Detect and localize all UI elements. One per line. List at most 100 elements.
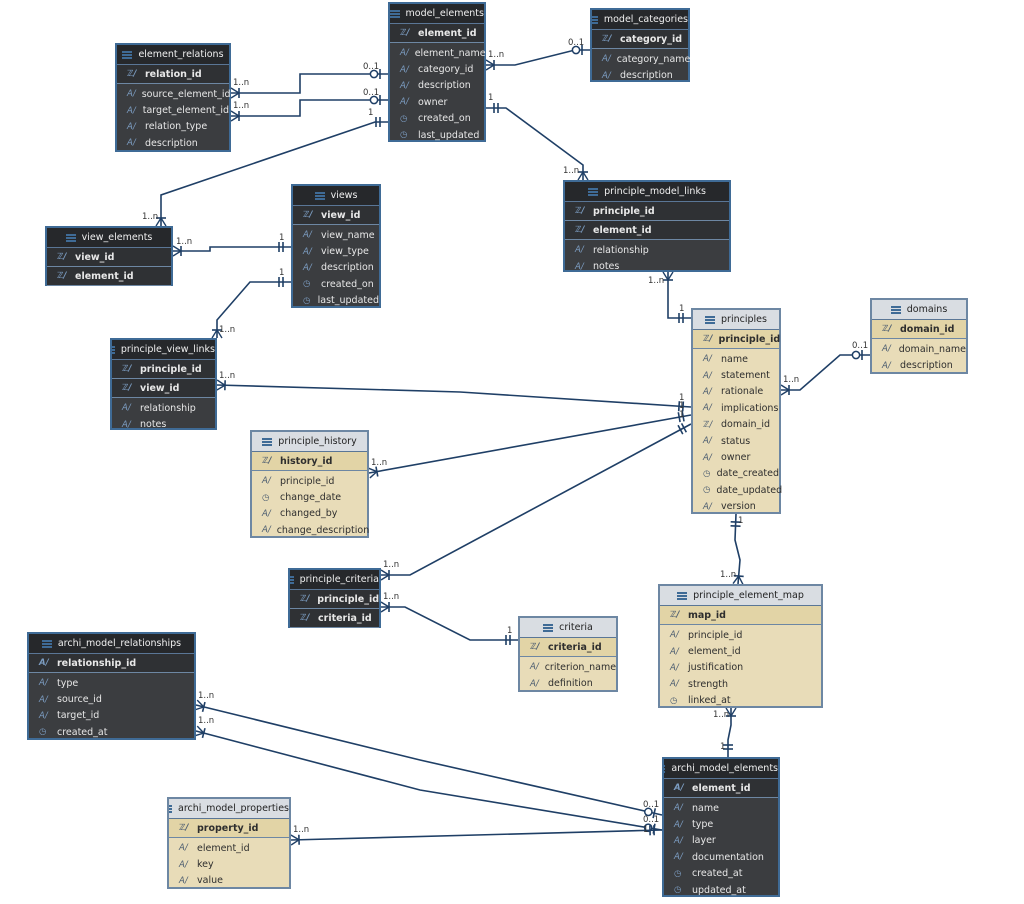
field-row[interactable]: ◷linked_at [660,693,821,709]
field-row[interactable]: A/description [592,67,688,83]
entity-header[interactable]: criteria [520,618,616,638]
field-row[interactable]: A/definition [520,675,616,691]
primary-key-field[interactable]: ℤ/view_id [112,379,215,398]
entity-header[interactable]: principle_model_links [565,182,729,202]
entity-header[interactable]: views [293,186,379,206]
field-row[interactable]: A/layer [664,833,778,849]
primary-key-field[interactable]: ℤ/principle_id [290,590,379,609]
primary-key-field[interactable]: ℤ/property_id [169,819,289,838]
primary-key-field[interactable]: ℤ/principle_id [693,330,780,349]
entity-header[interactable]: principle_view_links [112,340,215,360]
field-row[interactable]: A/domain_name [872,341,966,357]
field-row[interactable]: A/description [390,78,484,94]
field-row[interactable]: ◷created_on [390,111,484,127]
field-row[interactable]: A/relationship [565,242,729,258]
field-row[interactable]: A/relation_type [117,119,229,135]
field-row[interactable]: A/justification [660,660,821,676]
field-row[interactable]: A/documentation [664,849,778,865]
entity-header[interactable]: principles [693,310,779,330]
field-row[interactable]: ◷last_updated [390,127,484,143]
primary-key-field[interactable]: ℤ/element_id [47,267,171,286]
field-row[interactable]: A/category_id [390,61,484,77]
field-row[interactable]: ◷created_at [29,724,194,740]
primary-key-field[interactable]: ℤ/domain_id [872,320,966,339]
primary-key-field[interactable]: ℤ/map_id [660,606,821,625]
field-row[interactable]: ℤ/domain_id [693,417,779,433]
primary-key-field[interactable]: ℤ/element_id [390,24,484,43]
primary-key-field[interactable]: ℤ/relation_id [117,65,229,84]
field-row[interactable]: A/type [29,675,194,691]
field-row[interactable]: A/element_id [660,643,821,659]
field-row[interactable]: A/change_description [252,522,369,538]
field-row[interactable]: A/key [169,856,289,872]
primary-key-field[interactable]: ℤ/criteria_id [290,609,379,628]
field-row[interactable]: A/element_id [169,840,289,856]
field-row[interactable]: A/notes [112,416,215,432]
field-row[interactable]: A/version [693,499,779,515]
field-row[interactable]: A/name [693,351,779,367]
entity-header[interactable]: archi_model_relationships [29,634,194,654]
field-row[interactable]: A/name [664,800,778,816]
entity-header[interactable]: principle_element_map [660,586,821,606]
primary-key-field[interactable]: A/element_id [664,779,778,798]
entity-header[interactable]: view_elements [47,228,171,248]
field-row[interactable]: ◷change_date [252,489,367,505]
field-row[interactable]: ◷created_on [293,276,379,292]
entity-header[interactable]: archi_model_properties [169,799,289,819]
field-row[interactable]: A/implications [693,400,779,416]
field-row[interactable]: ◷created_at [664,866,778,882]
field-row[interactable]: A/target_id [29,708,194,724]
field-row[interactable]: A/view_type [293,243,379,259]
primary-key-field[interactable]: ℤ/view_id [293,206,379,225]
field-row[interactable]: A/status [693,433,779,449]
field-row[interactable]: A/value [169,873,289,889]
entity-header[interactable]: model_categories [592,10,688,30]
field-row[interactable]: A/source_element_id [117,86,231,102]
field-row[interactable]: A/category_name [592,51,690,67]
field-row[interactable]: A/owner [390,94,484,110]
field-row[interactable]: A/relationship [112,400,215,416]
entity-header[interactable]: element_relations [117,45,229,65]
field-row[interactable]: A/principle_id [252,473,367,489]
entity-header[interactable]: archi_model_elements [664,759,778,779]
field-row[interactable]: A/description [117,135,229,151]
field-row[interactable]: A/statement [693,367,779,383]
primary-key-field[interactable]: ℤ/criteria_id [520,638,616,657]
primary-key-field[interactable]: ℤ/element_id [565,221,729,240]
field-row[interactable]: ◷last_updated [293,293,379,309]
primary-key-field[interactable]: A/relationship_id [29,654,194,673]
primary-key-field[interactable]: ℤ/principle_id [565,202,729,221]
field-row[interactable]: A/description [872,357,966,373]
field-row[interactable]: A/owner [693,449,779,465]
primary-key-field[interactable]: ℤ/principle_id [112,360,215,379]
field-row[interactable]: A/notes [565,258,729,274]
field-row[interactable]: ◷updated_at [664,882,778,898]
field-row[interactable]: A/strength [660,676,821,692]
field-row[interactable]: A/description [293,260,379,276]
field-row[interactable]: A/principle_id [660,627,821,643]
entity-header[interactable]: domains [872,300,966,320]
field-row[interactable]: A/changed_by [252,506,367,522]
entity-header[interactable]: principle_history [252,432,367,452]
field-row[interactable]: A/target_element_id [117,102,229,118]
field-row[interactable]: A/criterion_name [520,659,616,675]
entity-header[interactable]: principle_criteria [290,570,379,590]
field-row[interactable]: A/element_name [390,45,486,61]
primary-key-field[interactable]: ℤ/history_id [252,452,367,471]
